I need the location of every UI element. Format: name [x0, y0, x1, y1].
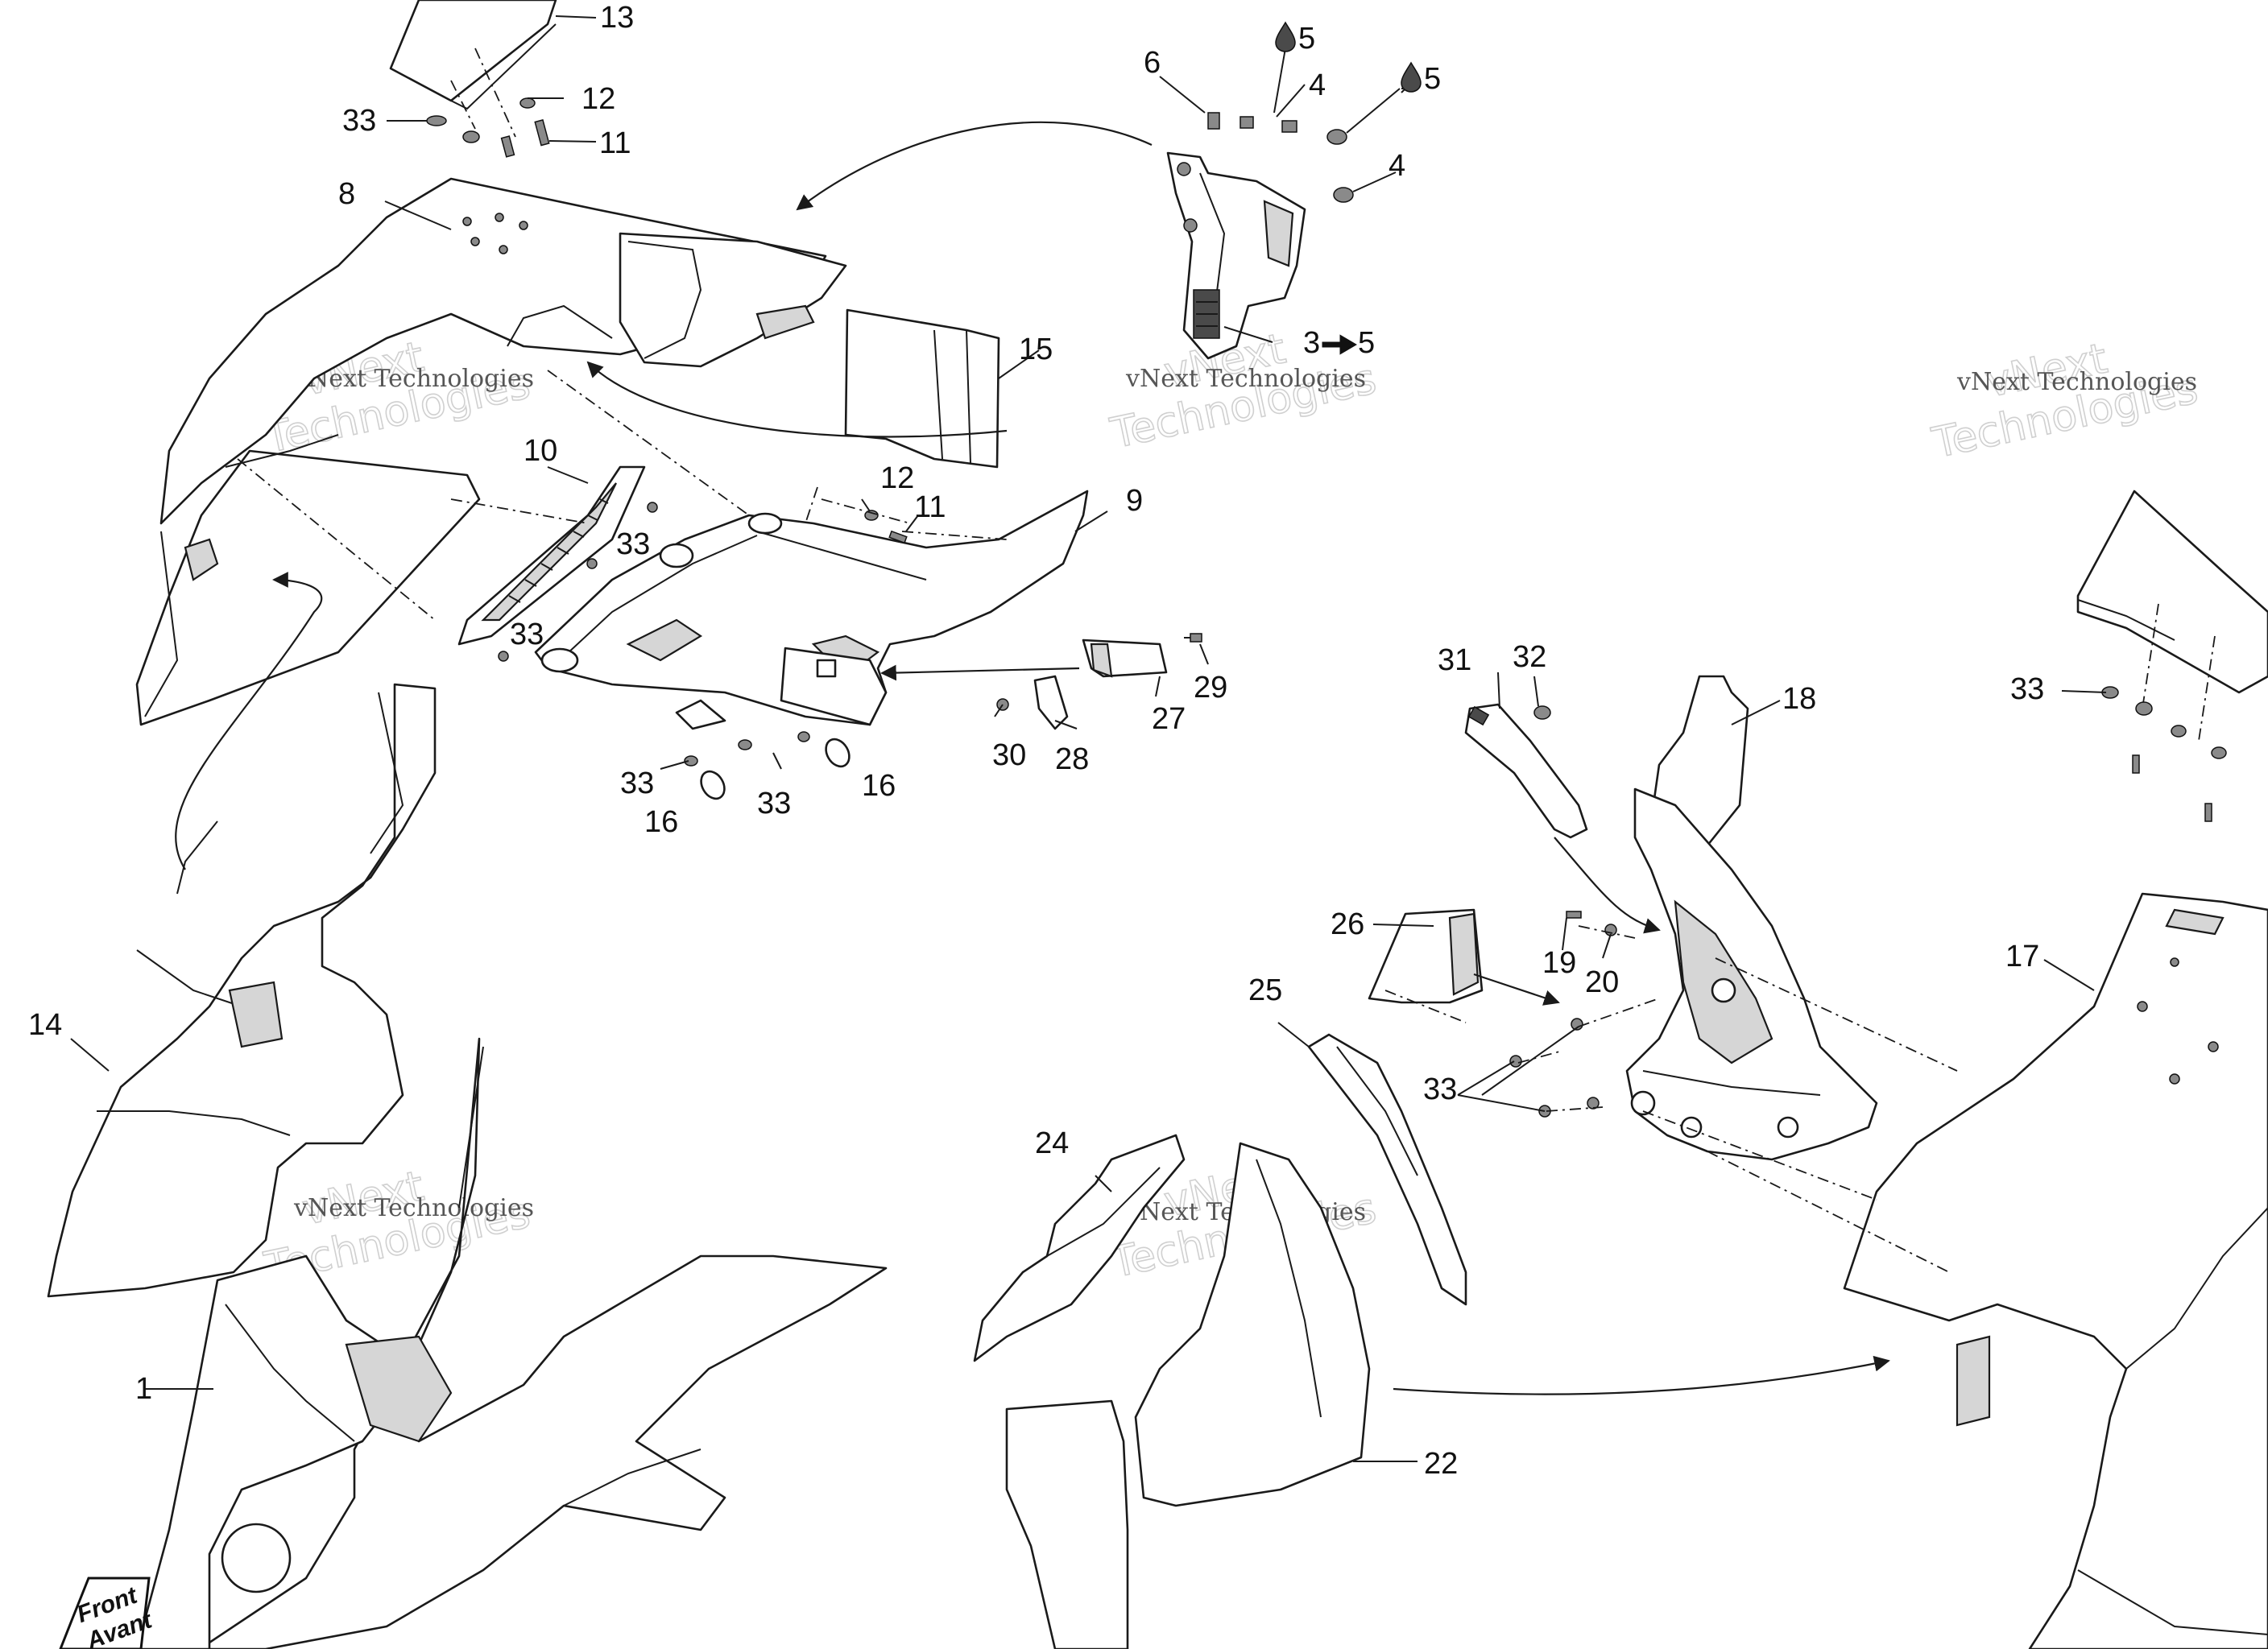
part-9-side-panel — [534, 490, 1089, 730]
callout-18: 18 — [1782, 682, 1816, 716]
callout-24: 24 — [1035, 1126, 1069, 1160]
callout-3-to-5: 3 5 — [1303, 326, 1375, 360]
part-11-12-33-fasteners-top — [426, 97, 550, 158]
watermark-company: vNext Technologies — [1125, 365, 1366, 393]
arrow-bracket-to-cowl — [796, 121, 1153, 211]
callout-26: 26 — [1331, 907, 1364, 941]
callout-10: 10 — [524, 434, 557, 468]
callout-33: 33 — [2010, 672, 2044, 706]
part-10-vent-grille — [457, 465, 646, 646]
part-24-panel — [973, 1134, 1186, 1362]
callout-33: 33 — [620, 767, 654, 800]
callout-4: 4 — [1309, 68, 1326, 102]
callout-labels: 13 12 11 33 8 15 10 33 33 12 11 9 29 27 … — [28, 1, 2044, 1481]
part-18-bracket — [1625, 675, 1878, 1161]
parts-19-20-33-fasteners — [1509, 911, 1617, 1118]
part-26-wedge — [1368, 908, 1484, 1004]
arrow-27-to-9 — [880, 664, 1080, 681]
part-8-upper-cowl — [135, 177, 847, 726]
callout-17: 17 — [2005, 940, 2039, 973]
leader-lines — [70, 15, 2107, 1462]
callout-9: 9 — [1126, 484, 1143, 518]
callout-5-oil-b: 5 — [1401, 61, 1441, 96]
watermark-company: vNext Technologies — [1956, 368, 2197, 396]
watermark-company: vNext Technologies — [293, 1194, 534, 1222]
part-31-strap — [1464, 703, 1588, 839]
callout-33: 33 — [757, 787, 791, 820]
callout-1: 1 — [135, 1372, 152, 1406]
callout-29: 29 — [1194, 671, 1227, 705]
part-13-right-panel — [2076, 490, 2268, 822]
oil-drop-icon — [1401, 61, 1422, 93]
assembly-guide-lines — [237, 370, 1958, 1273]
svg-text:5: 5 — [1424, 62, 1441, 96]
callout-8: 8 — [338, 177, 355, 211]
part-3-bracket — [1166, 112, 1354, 360]
part-32-screw — [1533, 705, 1551, 720]
svg-text:5: 5 — [1358, 326, 1375, 360]
oil-drop-icon — [1275, 21, 1296, 52]
callout-11: 11 — [599, 126, 631, 160]
part-22-lower-panel — [1005, 1142, 1371, 1649]
callout-19: 19 — [1542, 946, 1576, 980]
callout-16: 16 — [862, 769, 896, 803]
part-1-front-cowl — [135, 1037, 888, 1649]
arrow-15-to-cowl — [586, 361, 1008, 438]
callout-12: 12 — [880, 461, 914, 495]
callout-31: 31 — [1438, 643, 1471, 677]
front-direction-badge: Front Avant — [59, 1577, 157, 1649]
callout-6: 6 — [1144, 46, 1161, 80]
part-17-right-cowl — [1843, 892, 2268, 1649]
right-arrow-glyph — [1322, 334, 1357, 355]
callout-16: 16 — [644, 805, 678, 839]
arrow-31-to-18 — [1554, 837, 1661, 934]
callout-30: 30 — [992, 738, 1026, 772]
callout-14: 14 — [28, 1008, 62, 1042]
callout-15: 15 — [1019, 333, 1053, 366]
callout-28: 28 — [1055, 742, 1089, 776]
part-13-panel — [389, 0, 557, 138]
part-25-strip — [1307, 1033, 1467, 1306]
watermark-company: vNext Technologies — [293, 365, 534, 393]
callout-11: 11 — [914, 490, 946, 524]
callout-33: 33 — [1423, 1072, 1457, 1106]
arrow-14-to-cowl — [175, 572, 323, 870]
callout-25: 25 — [1248, 973, 1282, 1007]
callout-22: 22 — [1424, 1447, 1458, 1481]
arrow-22-to-17 — [1393, 1355, 1890, 1395]
part-14-lower-side-panel — [47, 683, 437, 1298]
callout-33: 33 — [342, 104, 376, 138]
callout-5-oil-a: 5 — [1275, 21, 1315, 56]
callout-33: 33 — [510, 618, 544, 651]
arrow-26-to-18 — [1473, 973, 1560, 1006]
part-15-panel — [844, 308, 1000, 469]
callout-32: 32 — [1513, 640, 1546, 674]
callout-27: 27 — [1152, 702, 1186, 736]
assembly-arrows — [175, 121, 1890, 1395]
callout-33: 33 — [616, 527, 650, 561]
callout-20: 20 — [1585, 965, 1619, 999]
svg-text:5: 5 — [1298, 22, 1315, 56]
callout-13: 13 — [600, 1, 634, 35]
parts-27-30-bracket — [996, 633, 1202, 730]
callout-12: 12 — [581, 82, 615, 116]
callout-4: 4 — [1389, 149, 1405, 183]
svg-text:3: 3 — [1303, 326, 1320, 360]
fasteners-mid-cluster — [498, 502, 908, 800]
